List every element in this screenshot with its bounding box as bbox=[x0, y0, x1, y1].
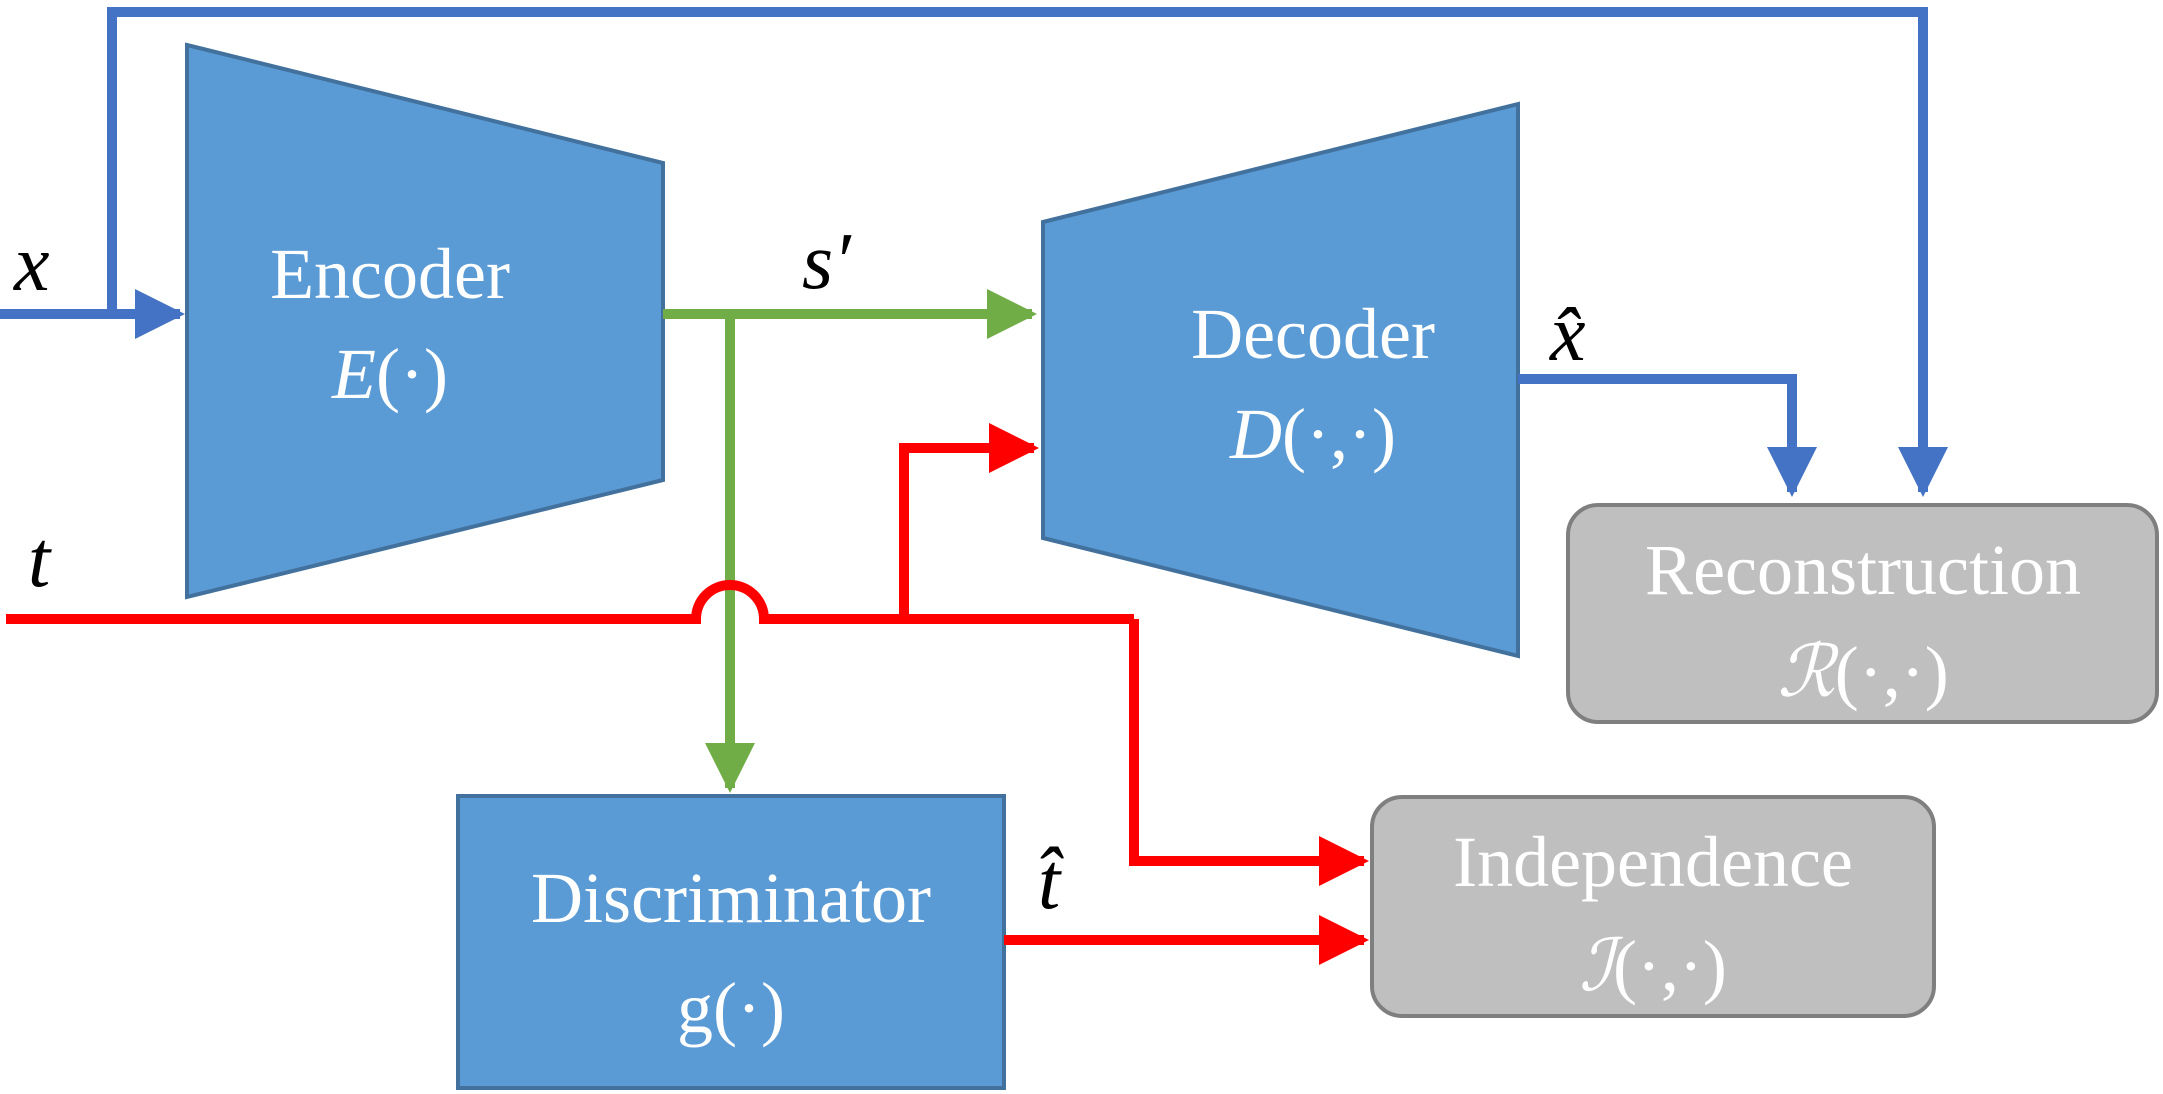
t-to-independence bbox=[1129, 619, 1369, 886]
independence-block bbox=[1370, 795, 1936, 1018]
decoder-function: D(·,·) bbox=[1229, 394, 1396, 474]
x-label: x bbox=[13, 220, 50, 308]
reconstruction-block bbox=[1566, 503, 2159, 724]
t-hat-label: t̂ bbox=[1038, 838, 1064, 926]
s-prime-label: s′ bbox=[802, 218, 852, 306]
discriminator-function: g(·) bbox=[677, 968, 785, 1048]
decoder-title: Decoder bbox=[1191, 294, 1435, 374]
independence-function-args: (·,·) bbox=[1613, 926, 1727, 1006]
encoder-function-name: E bbox=[331, 334, 376, 414]
encoder-function-args: (·) bbox=[376, 334, 448, 414]
independence-function: ℐ(·,·) bbox=[1579, 926, 1727, 1006]
decoder-function-args: (·,·) bbox=[1282, 394, 1396, 474]
reconstruction-function: ℛ(·,·) bbox=[1777, 632, 1948, 712]
discriminator-title: Discriminator bbox=[531, 858, 931, 938]
encoder-function: E(·) bbox=[331, 334, 448, 414]
reconstruction-title: Reconstruction bbox=[1645, 530, 2081, 610]
discriminator-block bbox=[456, 794, 1006, 1090]
decoder-block bbox=[1041, 101, 1520, 659]
t-line bbox=[6, 580, 1134, 624]
reconstruction-function-name: ℛ bbox=[1777, 632, 1839, 712]
reconstruction-function-args: (·,·) bbox=[1835, 632, 1949, 712]
encoder-title: Encoder bbox=[270, 234, 510, 314]
x-skip-path bbox=[107, 7, 1948, 497]
independence-title: Independence bbox=[1453, 822, 1853, 902]
t-to-decoder bbox=[899, 423, 1039, 619]
decoder-function-name: D bbox=[1229, 394, 1282, 474]
encoder-block bbox=[185, 42, 665, 600]
x-hat-path bbox=[1518, 374, 1817, 497]
x-hat-label: x̂ bbox=[1549, 290, 1586, 378]
t-label: t bbox=[28, 516, 52, 604]
